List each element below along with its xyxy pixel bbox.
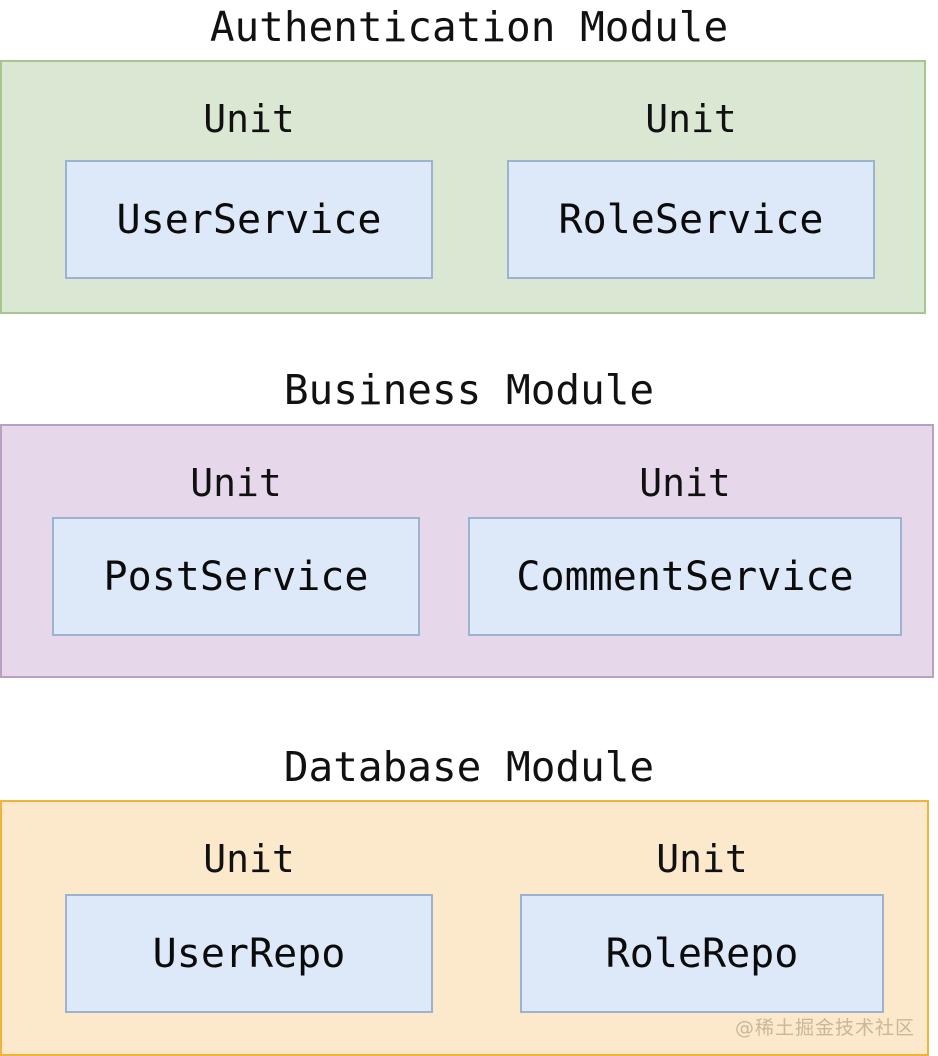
module-title-auth: Authentication Module	[209, 3, 729, 51]
unit-label-userrepo: Unit	[203, 837, 295, 881]
units-row-auth: Unit UserService Unit RoleService	[2, 62, 924, 312]
unit-label-postservice: Unit	[190, 461, 282, 505]
unit-box-userservice[interactable]: UserService	[65, 160, 433, 279]
unit-label-rolerepo: Unit	[656, 837, 748, 881]
unit-box-label-commentservice: CommentService	[516, 553, 854, 600]
module-title-business: Business Module	[283, 366, 655, 414]
module-container-database: Unit UserRepo Unit RoleRepo @稀土掘金技术社区	[0, 800, 929, 1056]
units-row-database: Unit UserRepo Unit RoleRepo	[2, 802, 927, 1054]
module-title-database: Database Module	[283, 743, 655, 791]
unit-box-label-rolerepo: RoleRepo	[605, 930, 799, 977]
watermark-label: @稀土掘金技术社区	[734, 1017, 915, 1039]
unit-label-roleservice: Unit	[645, 97, 737, 141]
unit-label-userservice: Unit	[203, 97, 295, 141]
unit-rolerepo[interactable]: Unit RoleRepo	[520, 802, 884, 1054]
unit-box-roleservice[interactable]: RoleService	[507, 160, 875, 279]
unit-box-label-userrepo: UserRepo	[152, 930, 346, 977]
unit-box-label-roleservice: RoleService	[558, 196, 824, 243]
module-container-business: Unit PostService Unit CommentService	[0, 424, 934, 678]
unit-box-postservice[interactable]: PostService	[52, 517, 420, 636]
unit-box-rolerepo[interactable]: RoleRepo	[520, 894, 884, 1013]
unit-box-userrepo[interactable]: UserRepo	[65, 894, 433, 1013]
module-container-auth: Unit UserService Unit RoleService	[0, 60, 926, 314]
unit-label-commentservice: Unit	[639, 461, 731, 505]
unit-commentservice[interactable]: Unit CommentService	[468, 426, 902, 676]
unit-box-label-userservice: UserService	[116, 196, 382, 243]
unit-roleservice[interactable]: Unit RoleService	[507, 62, 875, 312]
unit-postservice[interactable]: Unit PostService	[52, 426, 420, 676]
unit-box-commentservice[interactable]: CommentService	[468, 517, 902, 636]
unit-userrepo[interactable]: Unit UserRepo	[65, 802, 433, 1054]
units-row-business: Unit PostService Unit CommentService	[2, 426, 932, 676]
unit-box-label-postservice: PostService	[103, 553, 369, 600]
unit-userservice[interactable]: Unit UserService	[65, 62, 433, 312]
